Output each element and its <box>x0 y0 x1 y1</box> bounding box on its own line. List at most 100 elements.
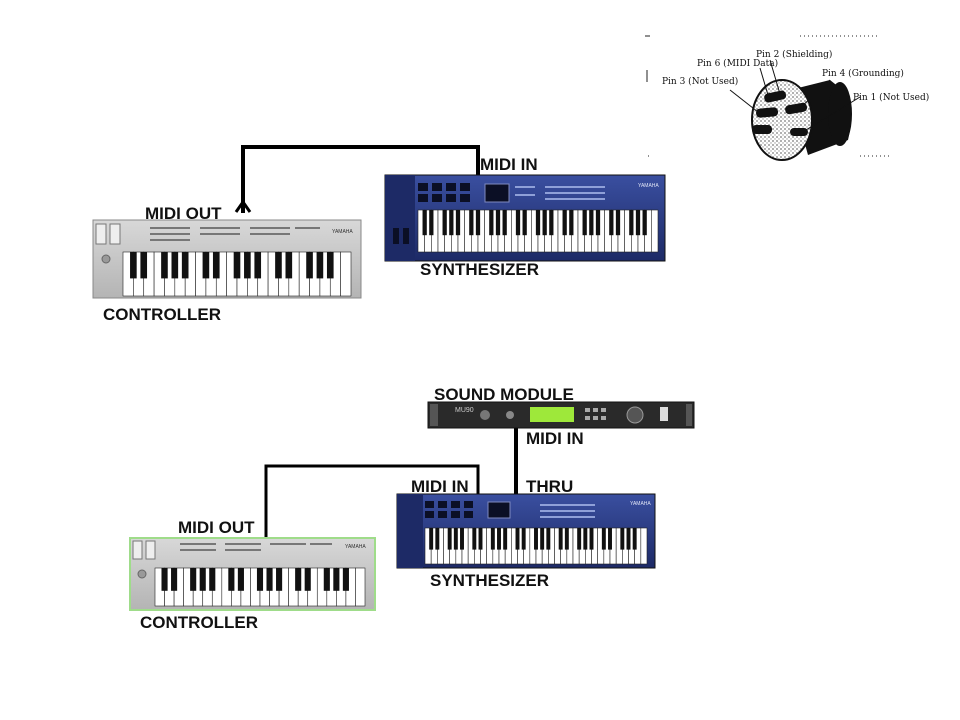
top-synth-black-key <box>442 210 447 236</box>
top-synth-black-key <box>502 210 507 236</box>
top-synth-black-key <box>569 210 574 236</box>
top-synth-black-key <box>522 210 527 236</box>
bottom-synth-black-key <box>515 528 520 550</box>
top-synth-black-key <box>535 210 541 236</box>
top-synth-black-key <box>589 210 594 236</box>
bottom-synth-black-key <box>478 528 483 550</box>
top-midi-cable <box>241 145 480 213</box>
bottom-ctrl-black-key <box>295 568 302 591</box>
pin-2-label: Pin 2 (Shielding) <box>756 49 832 60</box>
bottom-ctrl-black-key <box>161 568 168 591</box>
midi-connector-diagram: Pin 2 (Shielding) Pin 6 (MIDI Data) Pin … <box>645 35 929 161</box>
bottom-ctrl-black-key <box>237 568 244 591</box>
top-synth-black-key <box>422 210 427 236</box>
top-ctrl-black-key <box>285 252 293 279</box>
sound-module-lcd <box>530 407 574 422</box>
top-ctrl-black-key <box>212 252 220 279</box>
bottom-synth-keyboard <box>424 527 648 565</box>
bottom-ctrl-black-key <box>304 568 311 591</box>
top-synth-black-key <box>542 210 547 236</box>
top-synth-white-key <box>651 209 659 253</box>
bottom-synth-black-key <box>632 528 637 550</box>
bottom-synth-black-key <box>589 528 594 550</box>
bottom-synth-black-key <box>460 528 464 550</box>
sound-module-label: SOUND MODULE <box>434 385 574 404</box>
top-controller: YAMAHA <box>92 219 362 299</box>
top-synth-black-key <box>515 210 521 236</box>
pin-6-label: Pin 6 (MIDI Data) <box>697 58 778 69</box>
top-ctrl-black-key <box>171 252 179 279</box>
bottom-synth-black-key <box>472 528 477 550</box>
top-cable-arrow <box>234 199 252 213</box>
bottom-ctrl-black-key <box>266 568 273 591</box>
top-ctrl-panel <box>150 227 320 241</box>
top-synth-black-key <box>475 210 481 236</box>
top-ctrl-black-key <box>254 252 262 279</box>
bottom-ctrl-black-key <box>209 568 216 591</box>
top-ctrl-black-key <box>140 252 148 279</box>
top-synth-black-key <box>429 210 434 236</box>
bottom-synth-black-key <box>564 528 569 550</box>
bottom-controller-keyboard <box>154 567 366 607</box>
bottom-ctrl-black-key <box>256 568 264 591</box>
thru-label: THRU <box>526 477 573 496</box>
top-synth-black-key <box>489 210 494 236</box>
bottom-synth-brand: YAMAHA <box>630 501 651 507</box>
top-synth-black-key <box>609 210 614 236</box>
bottom-controller-label: CONTROLLER <box>140 613 258 632</box>
bottom-synth-black-key <box>620 528 625 550</box>
sound-module: MU90 <box>427 401 695 429</box>
top-ctrl-black-key <box>233 252 241 279</box>
bottom-ctrl-brand: YAMAHA <box>345 544 366 550</box>
bottom-ctrl-black-key <box>276 568 283 591</box>
top-ctrl-black-key <box>181 252 189 279</box>
bottom-synth-black-key <box>503 528 508 550</box>
top-synth-pads <box>418 183 470 202</box>
pin-3-label: Pin 3 (Not Used) <box>662 76 738 87</box>
top-ctrl-black-key <box>130 252 137 279</box>
top-ctrl-black-key <box>244 252 251 279</box>
top-synth-black-key <box>449 210 454 236</box>
bottom-synth-white-key <box>640 527 648 565</box>
bottom-synth-black-key <box>490 528 495 550</box>
top-synth-black-key <box>469 210 474 236</box>
top-midi-out-label: MIDI OUT <box>145 204 222 223</box>
top-synth-black-key <box>595 210 601 236</box>
sound-module-brand: MU90 <box>455 407 474 414</box>
bottom-synth-black-key <box>521 528 526 550</box>
bottom-synthesizer: YAMAHA <box>396 493 656 569</box>
bottom-synth-black-key <box>540 528 545 550</box>
top-synth-black-key <box>582 210 587 236</box>
top-ctrl-black-key <box>161 252 168 279</box>
top-synth-black-key <box>629 210 634 236</box>
bottom-ctrl-black-key <box>199 568 206 591</box>
top-synthesizer: YAMAHA <box>384 174 666 262</box>
bottom-synth-black-key <box>577 528 582 550</box>
top-synth-sliders <box>515 186 605 200</box>
bottom-synth-black-key <box>558 528 563 550</box>
bottom-midi-out-label: MIDI OUT <box>178 518 255 537</box>
pin-1-label: Pin 1 (Not Used) <box>853 92 929 103</box>
bottom-ctrl-black-key <box>323 568 330 591</box>
top-ctrl-black-key <box>316 252 324 279</box>
top-synth-black-key <box>615 210 621 236</box>
pin-4-label: Pin 4 (Grounding) <box>822 68 904 79</box>
top-synth-keyboard <box>417 209 659 253</box>
bottom-ctrl-black-key <box>228 568 235 591</box>
top-ctrl-brand: YAMAHA <box>332 229 353 235</box>
top-synth-black-key <box>642 210 647 236</box>
bottom-synth-black-key <box>435 528 440 550</box>
bottom-synth-black-key <box>497 528 501 550</box>
top-controller-label: CONTROLLER <box>103 305 221 324</box>
top-ctrl-white-key <box>340 251 352 297</box>
top-synth-black-key <box>635 210 641 236</box>
bottom-synth-black-key <box>583 528 588 550</box>
bottom-synth-black-key <box>626 528 631 550</box>
bottom-ctrl-black-key <box>171 568 178 591</box>
bottom-synth-black-key <box>546 528 551 550</box>
top-controller-keyboard <box>122 251 352 297</box>
bottom-ctrl-black-key <box>342 568 349 591</box>
bottom-synth-pads <box>425 501 473 518</box>
bottom-controller-cable <box>264 464 480 537</box>
